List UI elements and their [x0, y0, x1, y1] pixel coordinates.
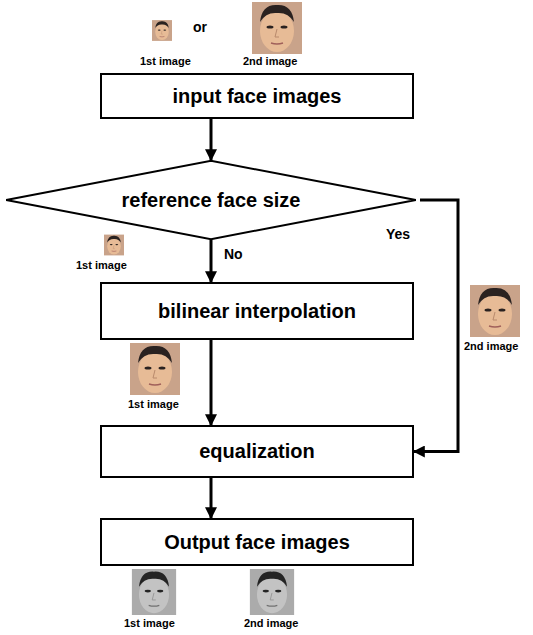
- or-text: or: [193, 19, 207, 35]
- edge-label: No: [222, 246, 245, 262]
- edge-label: Yes: [384, 226, 412, 242]
- gray-face: [132, 569, 176, 615]
- flow-arrow: [414, 200, 458, 452]
- decision-diamond: reference face size: [2, 160, 420, 240]
- flow-arrow: [210, 478, 213, 518]
- small-face: [104, 235, 124, 256]
- flow-arrow: [210, 240, 213, 282]
- upscaled-face: [130, 343, 180, 395]
- node-text: reference face size: [121, 189, 300, 212]
- small-face: [152, 20, 172, 41]
- node-text: input face images: [173, 85, 342, 108]
- node-text: equalization: [199, 440, 315, 463]
- process-box: input face images: [100, 73, 414, 119]
- process-box: equalization: [100, 425, 414, 478]
- image-caption: 1st image: [128, 398, 179, 410]
- image-caption: 1st image: [124, 617, 175, 629]
- gray-face: [250, 569, 294, 615]
- image-caption: 1st image: [140, 55, 191, 67]
- large-face: [252, 2, 302, 54]
- flow-arrow: [210, 340, 213, 425]
- image-caption: 2nd image: [464, 340, 518, 352]
- flow-arrow: [210, 119, 213, 160]
- node-text: bilinear interpolation: [158, 300, 356, 323]
- image-caption: 2nd image: [244, 617, 298, 629]
- image-caption: 1st image: [76, 259, 127, 271]
- node-text: Output face images: [164, 531, 350, 554]
- process-box: bilinear interpolation: [100, 282, 414, 340]
- process-box: Output face images: [100, 518, 414, 566]
- large-face: [470, 285, 520, 337]
- image-caption: 2nd image: [243, 55, 297, 67]
